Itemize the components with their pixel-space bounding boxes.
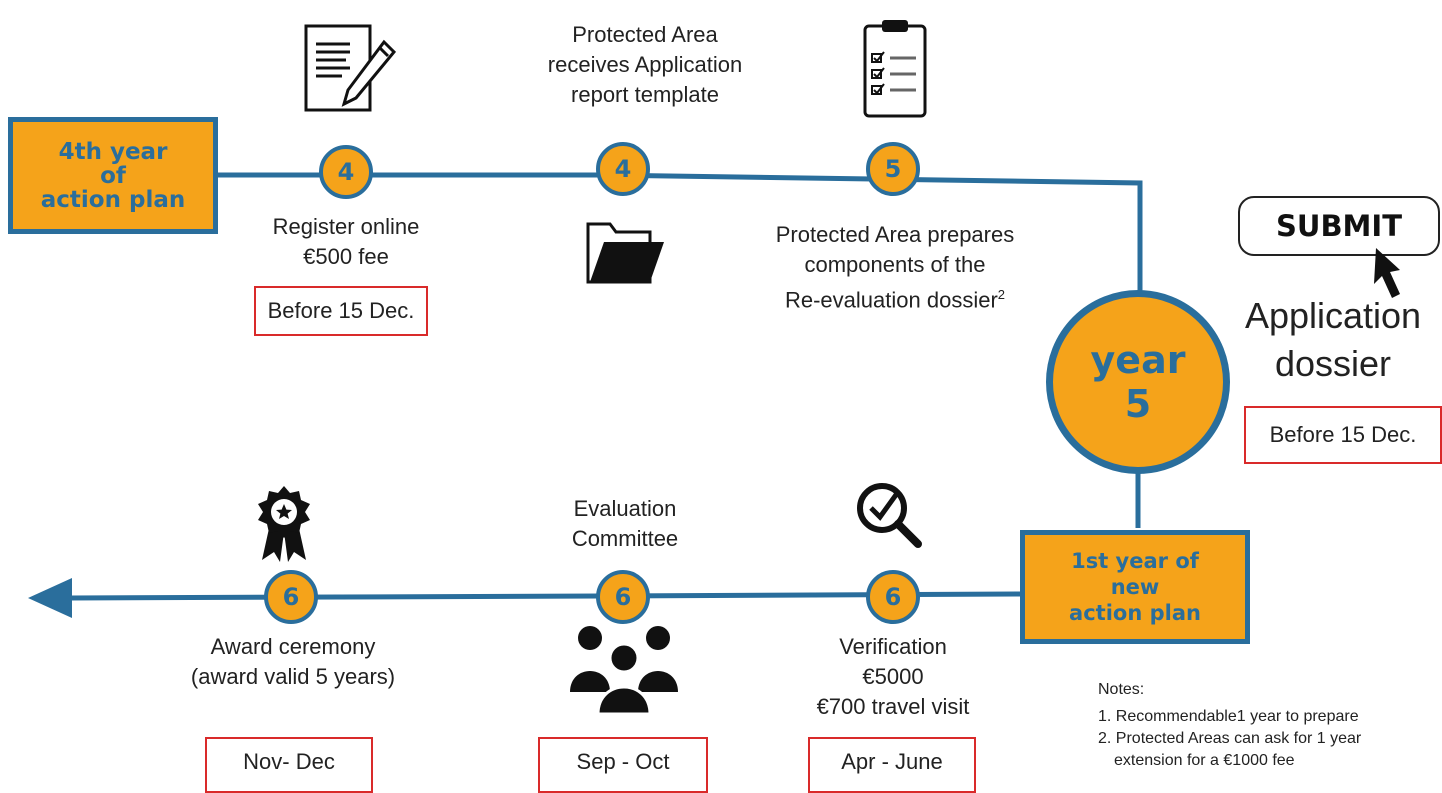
committee-deadline: Sep - Oct (538, 737, 708, 793)
timeline-arrowhead (28, 578, 72, 618)
register-label-line2: €500 fee (303, 244, 389, 269)
award-rosette-icon (258, 486, 310, 562)
year-circle: year 5 (1046, 290, 1230, 474)
folder-icon (586, 222, 664, 284)
checklist-icon (863, 20, 927, 118)
register-label-line1: Register online (272, 214, 420, 239)
start-box-line3: action plan (40, 186, 186, 213)
template-label: Protected Area receives Application repo… (520, 20, 770, 110)
step-number-template: 4 (596, 142, 650, 196)
award-label: Award ceremony (award valid 5 years) (168, 632, 418, 692)
register-label: Register online €500 fee (226, 212, 466, 272)
prepare-label-line3-text: Re-evaluation dossier (784, 287, 998, 313)
new-plan-line1: 1st year of (1071, 549, 1199, 573)
submit-button[interactable]: SUBMIT (1238, 196, 1440, 256)
committee-label-line1: Evaluation (573, 496, 677, 521)
application-caption: Application dossier (1224, 292, 1442, 388)
committee-label: Evaluation Committee (530, 494, 720, 554)
note-item: 1. Recommendable1 year to prepare (1098, 708, 1359, 725)
application-caption-line1: Application (1244, 295, 1422, 336)
verification-label-line1: Verification (839, 634, 947, 659)
prepare-label-line3: Re-evaluation dossier2 (745, 280, 1045, 315)
prepare-label: Protected Area prepares components of th… (745, 220, 1045, 315)
note-item: 2. Protected Areas can ask for 1 year (1098, 730, 1362, 747)
step-number-prepare: 5 (866, 142, 920, 196)
verification-label: Verification €5000 €700 travel visit (778, 632, 1008, 722)
step-number-verification: 6 (866, 570, 920, 624)
step-number-register: 4 (319, 145, 373, 199)
note-item: extension for a €1000 fee (1114, 752, 1295, 769)
template-label-line1: Protected Area (572, 22, 718, 47)
award-label-line2: (award valid 5 years) (190, 664, 396, 689)
start-box: 4th year of action plan (8, 117, 218, 234)
register-deadline: Before 15 Dec. (254, 286, 428, 336)
notes-title: Notes: (1098, 681, 1145, 698)
submit-deadline: Before 15 Dec. (1244, 406, 1442, 464)
step-number-award: 6 (264, 570, 318, 624)
new-plan-box: 1st year of new action plan (1020, 530, 1250, 644)
start-box-line2: of (100, 162, 126, 189)
template-label-line3: report template (571, 82, 719, 107)
footnote-marker: 2 (997, 287, 1005, 302)
verification-label-line3: €700 travel visit (816, 694, 970, 719)
template-label-line2: receives Application (547, 52, 743, 77)
magnifier-check-icon (857, 483, 922, 548)
new-plan-line3: action plan (1069, 601, 1201, 625)
step-number-committee: 6 (596, 570, 650, 624)
prepare-label-line1: Protected Area prepares (775, 222, 1015, 247)
year-circle-number: 5 (1124, 382, 1152, 426)
award-deadline: Nov- Dec (205, 737, 373, 793)
people-group-icon (570, 626, 678, 714)
new-plan-line2: new (1110, 575, 1160, 599)
document-pen-icon (304, 24, 397, 112)
start-box-line1: 4th year (58, 138, 168, 165)
award-label-line1: Award ceremony (210, 634, 376, 659)
committee-label-line2: Committee (571, 526, 679, 551)
verification-label-line2: €5000 (862, 664, 924, 689)
notes: Notes: 1. Recommendable1 year to prepare… (1098, 679, 1442, 772)
year-circle-word: year (1090, 338, 1186, 382)
application-caption-line2: dossier (1274, 343, 1392, 384)
prepare-label-line2: components of the (804, 252, 986, 277)
verification-deadline: Apr - June (808, 737, 976, 793)
cursor-arrow-icon (1374, 248, 1400, 298)
